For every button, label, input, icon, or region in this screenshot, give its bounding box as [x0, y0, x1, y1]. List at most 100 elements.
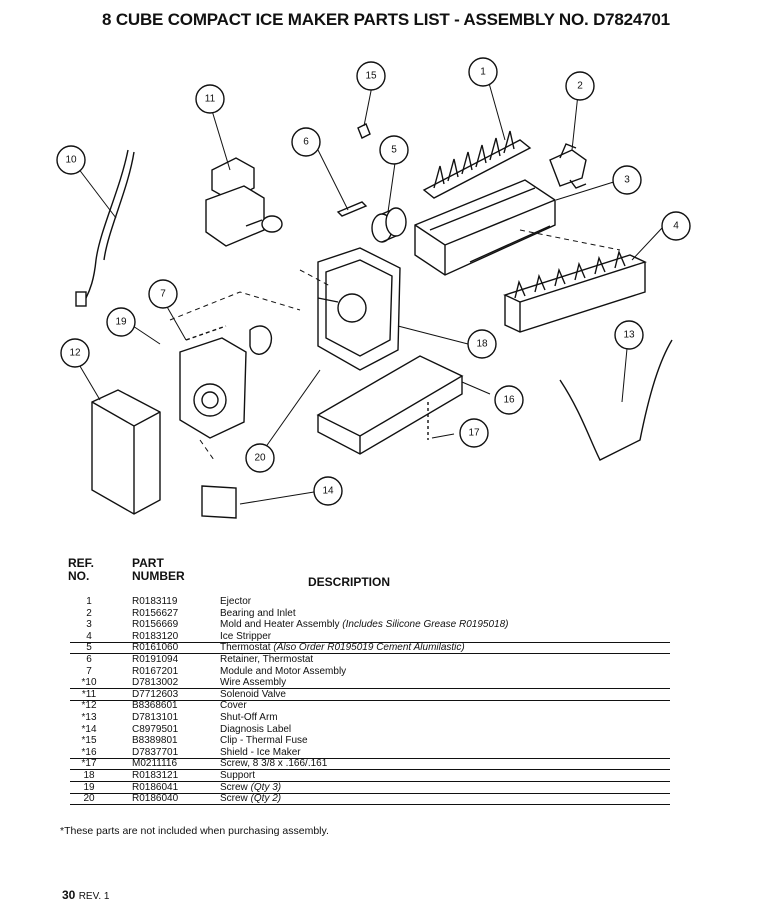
ref-number: 19	[83, 781, 95, 793]
page-number: 30 REV. 1	[62, 888, 109, 902]
description-text: Thermostat	[220, 642, 271, 654]
retainer-part	[336, 201, 368, 217]
ref-number: *13	[81, 711, 97, 723]
description-cell: Thermostat (Also Order R0195019 Cement A…	[220, 642, 670, 654]
part-number: R0183119	[132, 596, 178, 607]
ref-number: *17	[81, 758, 97, 770]
description-cell: Mold and Heater Assembly (Includes Silic…	[220, 619, 670, 631]
callout-label-18: 18	[476, 339, 488, 350]
description-cell: Ice Stripper	[220, 631, 670, 643]
ref-number: *15	[81, 735, 97, 747]
bearing-inlet-part	[549, 143, 587, 189]
description-cell: Ejector	[220, 596, 670, 608]
revision-label: REV. 1	[78, 891, 110, 902]
ref-number: 2	[86, 607, 92, 619]
cover-part	[91, 389, 161, 515]
callout-label-10: 10	[65, 155, 77, 166]
shut-off-arm-part	[559, 339, 673, 461]
shield-part	[316, 355, 464, 455]
description-text: Retainer, Thermostat	[220, 653, 314, 665]
callout-5	[379, 135, 409, 165]
callout-15	[356, 61, 386, 91]
callout-label-17: 17	[468, 428, 480, 439]
description-cell: Screw (Qty 3)	[220, 782, 670, 794]
part-number: M0211116	[132, 758, 178, 770]
callout-10	[56, 145, 86, 175]
callout-7	[148, 279, 178, 309]
part-number: R0183121	[132, 769, 179, 781]
description-cell: Clip - Thermal Fuse	[220, 735, 670, 747]
footnote: *These parts are not included when purch…	[60, 825, 329, 837]
callout-19	[106, 307, 136, 337]
description-cell: Cover	[220, 700, 670, 712]
description-text: Mold and Heater Assembly	[220, 619, 340, 631]
callout-label-6: 6	[303, 137, 309, 148]
part-number: D7712603	[132, 688, 179, 700]
description-cell: Bearing and Inlet	[220, 608, 670, 620]
callout-label-3: 3	[624, 175, 630, 186]
part-number: B8368601	[132, 700, 178, 712]
description-text: Screw, 8 3/8 x .166/.161	[220, 758, 328, 770]
ref-number: 1	[86, 596, 92, 607]
callout-label-13: 13	[623, 330, 635, 341]
description-cell: Wire Assembly	[220, 677, 670, 689]
ref-number: *11	[81, 688, 97, 700]
part-number: R0186040	[132, 793, 179, 805]
part-header-line2: NUMBER	[132, 569, 185, 583]
table-row: *15 B8389801 Clip - Thermal Fuse	[70, 735, 670, 747]
description-text: Module and Motor Assembly	[220, 665, 347, 677]
part-number: R0156627	[132, 607, 179, 619]
table-row: *17 M0211116 Screw, 8 3/8 x .166/.161	[70, 758, 670, 770]
callout-2	[565, 71, 595, 101]
ref-number: 4	[86, 630, 92, 642]
solenoid-valve-part	[205, 157, 283, 247]
description-text: Clip - Thermal Fuse	[220, 735, 308, 747]
description-text: Diagnosis Label	[220, 723, 292, 735]
part-number: R0156669	[132, 619, 179, 631]
callout-label-7: 7	[160, 289, 166, 300]
callout-16	[494, 385, 524, 415]
ref-number: 7	[86, 665, 92, 677]
description-cell: Shut-Off Arm	[220, 712, 670, 724]
description-text: Screw	[220, 781, 248, 793]
callout-label-20: 20	[254, 453, 266, 464]
table-row: 19 R0186041 Screw (Qty 3)	[70, 782, 670, 794]
page-number-value: 30	[62, 888, 76, 902]
description-text: Support	[220, 769, 256, 781]
part-header-line1: PART	[132, 556, 164, 570]
ref-number: 6	[86, 653, 92, 665]
description-text: Cover	[220, 700, 247, 712]
ref-number: *16	[81, 746, 97, 758]
callout-label-5: 5	[391, 145, 397, 156]
description-text: Bearing and Inlet	[220, 607, 296, 619]
part-number: R0186041	[132, 781, 179, 793]
description-note: (Qty 2)	[250, 793, 282, 805]
part-number-header: PART NUMBER	[132, 557, 185, 583]
description-text: Wire Assembly	[220, 677, 287, 689]
callout-20	[245, 443, 275, 473]
callout-14	[313, 476, 343, 506]
part-number: B8389801	[132, 735, 178, 747]
description-cell: Support	[220, 770, 670, 782]
part-number: C8979501	[132, 723, 179, 735]
description-header: DESCRIPTION	[308, 575, 391, 589]
part-number: R0161060	[132, 642, 179, 654]
callout-label-14: 14	[322, 486, 334, 497]
ref-header-line2: NO.	[68, 569, 90, 583]
ejector-part	[422, 130, 532, 199]
wire-assembly-part	[75, 149, 135, 307]
ref-number: 5	[86, 642, 92, 654]
callout-13	[614, 320, 644, 350]
callout-label-12: 12	[69, 348, 81, 359]
description-text: Shield - Ice Maker	[220, 746, 301, 758]
callout-17	[459, 418, 489, 448]
description-note: (Qty 3)	[250, 781, 282, 793]
diagnosis-label-part	[201, 485, 237, 519]
ref-number: 3	[86, 619, 92, 631]
